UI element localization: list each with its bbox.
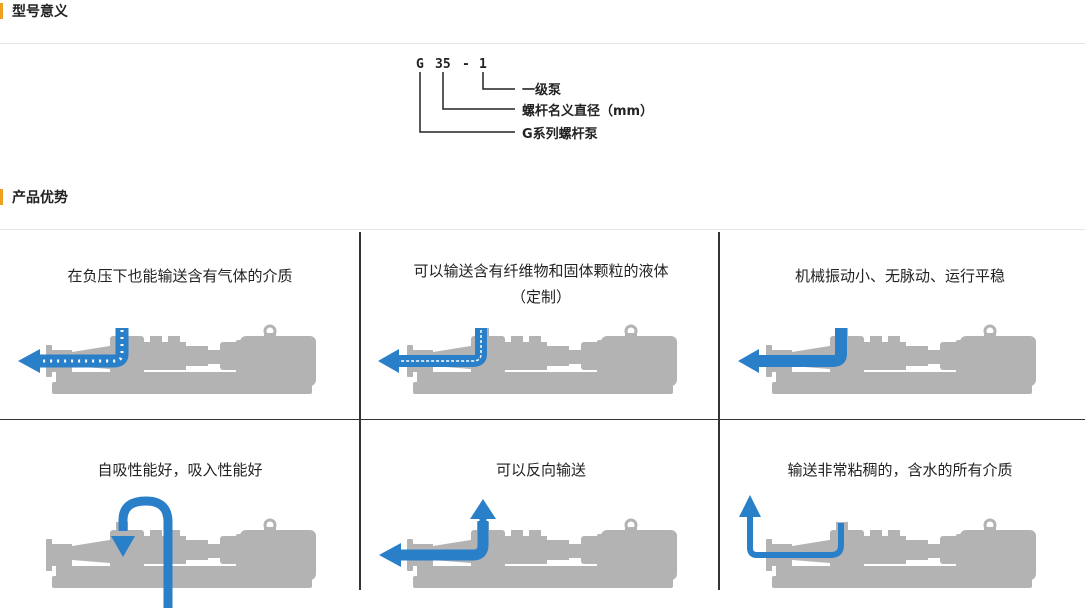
smooth-flow-icon [738, 324, 1038, 396]
section-title-advantages: 产品优势 [12, 190, 68, 206]
advantage-text: 在负压下也能输送含有气体的介质 [67, 267, 293, 285]
grid-line [0, 419, 1085, 420]
model-stage: 1 [479, 57, 487, 72]
advantage-text: 可以输送含有纤维物和固体颗粒的液体 [413, 262, 669, 280]
label-stage: 一级泵 [522, 82, 561, 98]
advantage-card: 可以输送含有纤维物和固体颗粒的液体 （定制） [361, 232, 721, 419]
advantage-text: 自吸性能好，吸入性能好 [97, 461, 263, 479]
model-leader-lines [419, 72, 515, 133]
model-letter: G [416, 57, 424, 72]
grid-line [718, 232, 720, 590]
advantages-grid: 在负压下也能输送含有气体的介质 可以输送含有纤维物和固体颗粒的液体 （定制） 机… [0, 232, 1085, 608]
divider [0, 229, 1085, 230]
advantage-card: 可以反向输送 [361, 421, 721, 608]
gas-liquid-flow-icon [18, 324, 318, 396]
reverse-flow-icon [379, 499, 679, 590]
section-title-model: 型号意义 [12, 4, 68, 20]
advantage-card: 输送非常粘稠的，含水的所有介质 [720, 421, 1080, 608]
model-diameter: 35 [435, 57, 451, 72]
advantage-text: （定制） [510, 288, 571, 306]
grid-line [359, 232, 361, 590]
label-diameter: 螺杆名义直径（mm） [522, 103, 653, 119]
model-code-diagram: G 35 - 1 一级泵 螺杆名义直径（mm） G系列螺杆泵 [416, 57, 653, 142]
accent-bar [0, 189, 3, 205]
advantage-card: 自吸性能好，吸入性能好 [0, 421, 360, 608]
section-header-advantages: 产品优势 [0, 187, 68, 207]
advantage-card: 在负压下也能输送含有气体的介质 [0, 232, 360, 419]
advantage-text: 输送非常粘稠的，含水的所有介质 [787, 461, 1013, 479]
advantage-text: 机械振动小、无脉动、运行平稳 [794, 267, 1005, 285]
label-series: G系列螺杆泵 [522, 126, 598, 142]
viscous-flow-icon [739, 495, 1038, 590]
advantage-text: 可以反向输送 [495, 461, 586, 479]
model-dash: - [462, 57, 470, 72]
self-priming-icon [44, 496, 318, 608]
fiber-solids-flow-icon [378, 324, 679, 396]
accent-bar [0, 3, 3, 19]
divider [0, 43, 1085, 44]
section-header-model: 型号意义 [0, 1, 68, 21]
advantage-card: 机械振动小、无脉动、运行平稳 [720, 232, 1080, 419]
